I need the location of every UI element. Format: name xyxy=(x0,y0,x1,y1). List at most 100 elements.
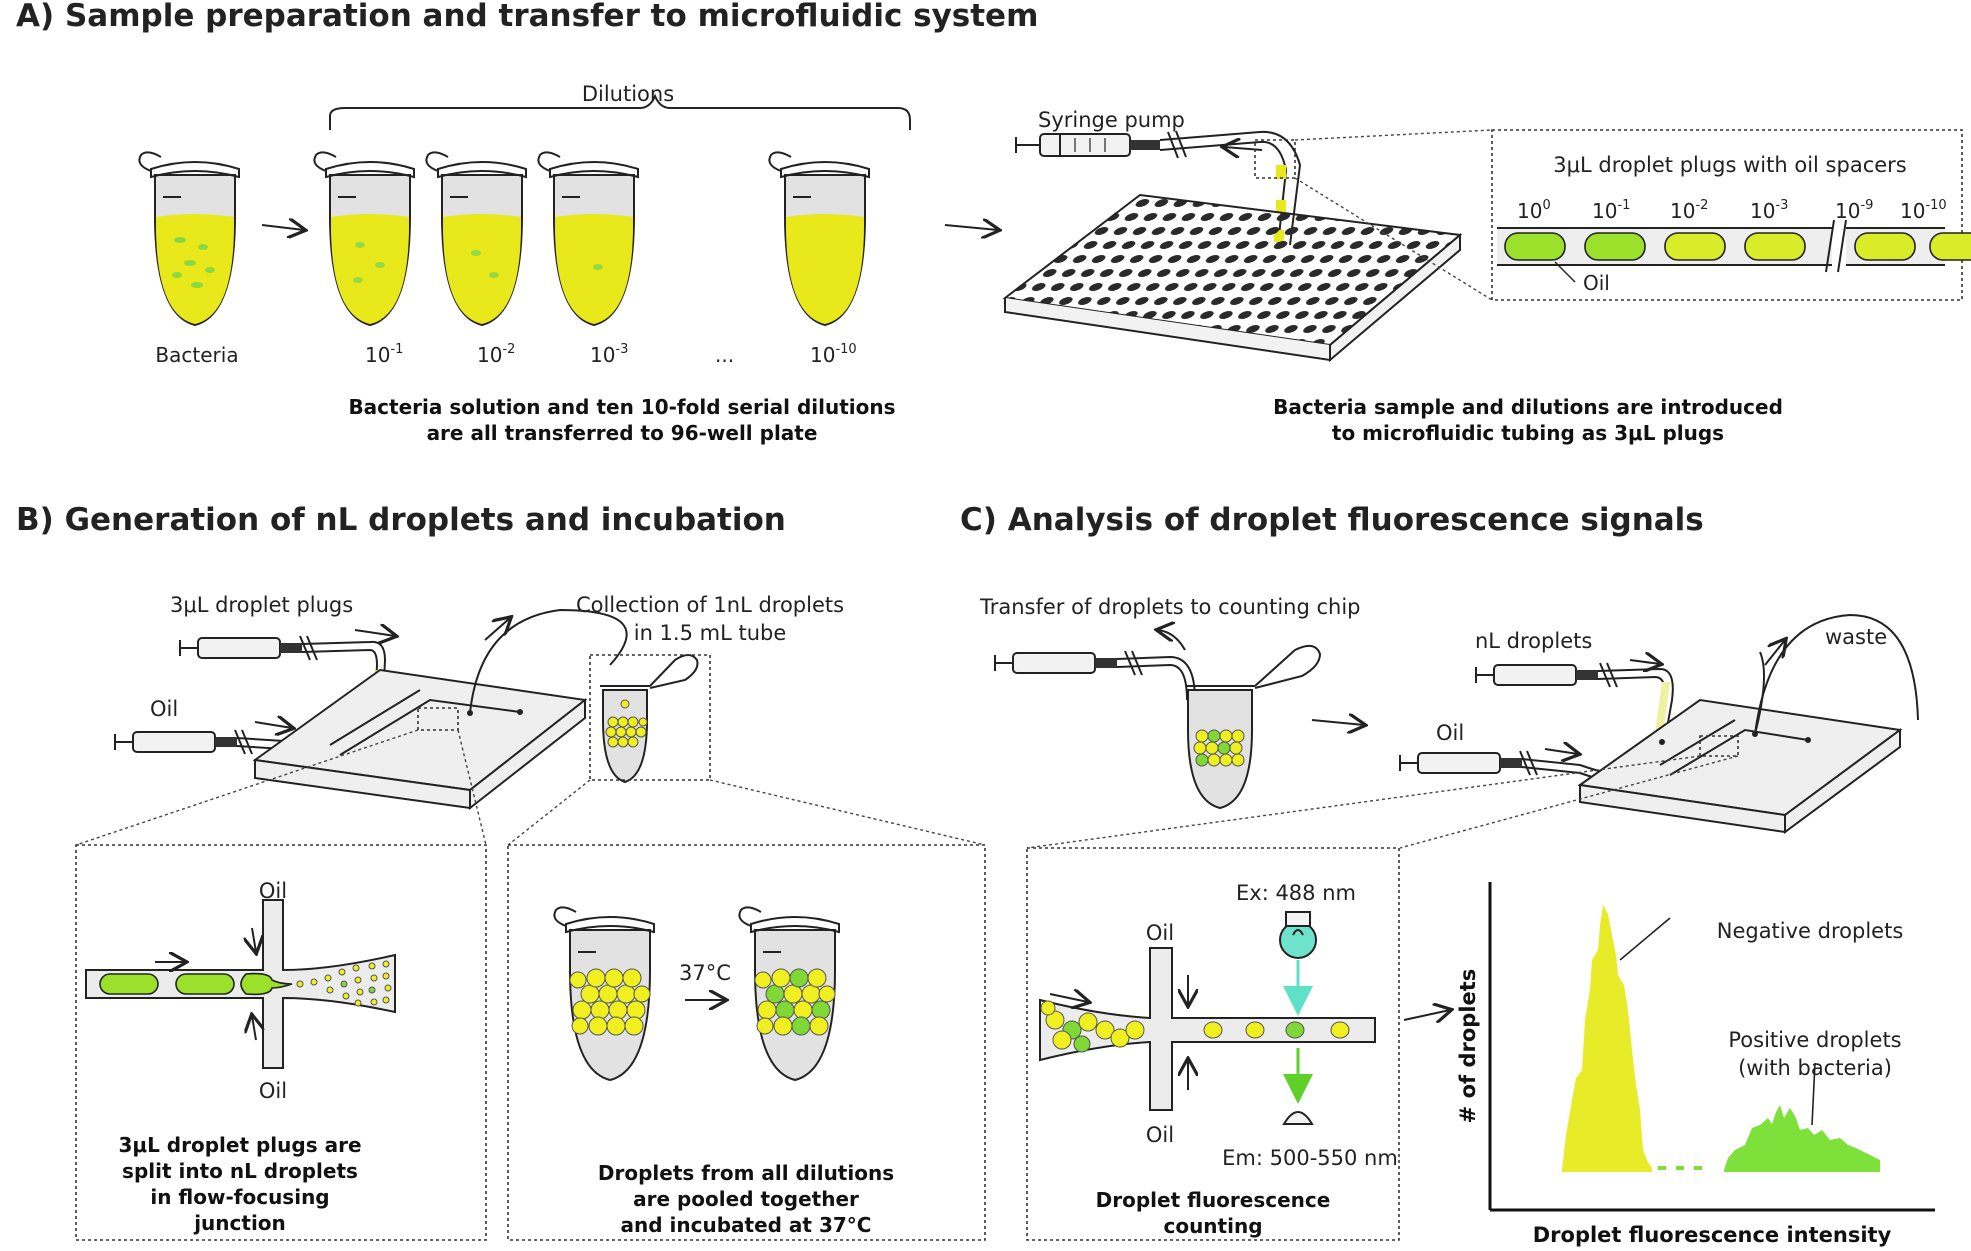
collection-zoom-region xyxy=(589,654,711,781)
panel-a-caption-left-2: are all transferred to 96-well plate xyxy=(427,421,818,445)
flow-arrow-transfer xyxy=(1158,630,1186,651)
flow-arrow-oil-c xyxy=(1544,749,1578,754)
detector-icon xyxy=(1282,1111,1314,1125)
plug-label-3: 10-3 xyxy=(1750,198,1788,223)
flow-arrow-counting xyxy=(1049,994,1088,1002)
bacteria-label: Bacteria xyxy=(155,343,238,367)
junction-oil-bottom: Oil xyxy=(259,1079,287,1103)
arrow-bacteria-to-dilutions xyxy=(261,225,304,230)
dilution-tube-3 xyxy=(537,151,639,326)
lamp-icon xyxy=(1279,911,1317,959)
zoom-region-a xyxy=(1254,139,1296,179)
dilutions-label: Dilutions xyxy=(582,82,674,106)
plug-label-10: 10-10 xyxy=(1900,198,1947,223)
collection-label-2: in 1.5 mL tube xyxy=(634,621,787,645)
junction-caption-3: in flow-focusing xyxy=(150,1185,329,1209)
histogram xyxy=(1488,882,1935,1212)
incubation-caption-1: Droplets from all dilutions xyxy=(598,1161,894,1185)
collection-label-1: Collection of 1nL droplets xyxy=(576,593,844,617)
counting-zoom-region xyxy=(1699,735,1739,757)
plugs-label-b: 3μL droplet plugs xyxy=(170,593,353,617)
panel-b-title: B) Generation of nL droplets and incubat… xyxy=(16,502,786,538)
syringe-nl-c xyxy=(1475,662,1674,746)
well-plate-96 xyxy=(1002,193,1463,363)
negative-peak xyxy=(1562,905,1652,1172)
incubation-caption-2: are pooled together xyxy=(633,1187,859,1211)
junction-box xyxy=(75,844,487,1241)
y-axis-label: # of droplets xyxy=(1456,969,1480,1124)
emission-label: Em: 500-550 nm xyxy=(1222,1146,1398,1170)
nl-droplets-label: nL droplets xyxy=(1475,629,1592,653)
waste-tubing xyxy=(1754,613,1919,735)
negative-label: Negative droplets xyxy=(1717,919,1904,943)
flow-arrow-oil-b xyxy=(254,722,292,728)
panel-a-caption-right-2: to microfluidic tubing as 3μL plugs xyxy=(1332,421,1724,445)
oil-label-c: Oil xyxy=(1436,721,1464,745)
dilutions-brace xyxy=(329,93,911,130)
x-axis-label: Droplet fluorescence intensity xyxy=(1533,1223,1892,1247)
outlet-tubing-b xyxy=(469,608,628,714)
flow-focusing-junction xyxy=(85,899,396,1069)
tube-ellipsis: ... xyxy=(715,343,734,367)
syringe-pump-a xyxy=(1015,130,1302,246)
flow-arrow-plugs-b xyxy=(354,630,395,636)
temperature-label: 37°C xyxy=(679,961,731,985)
positive-peak xyxy=(1724,1105,1880,1172)
excitation-label: Ex: 488 nm xyxy=(1236,881,1356,905)
oil-label-b: Oil xyxy=(150,697,178,721)
flow-arrow-outlet-b xyxy=(484,618,510,641)
junction-caption-4: junction xyxy=(193,1211,286,1235)
dilution-tube-1 xyxy=(313,151,415,326)
flow-arrow-waste xyxy=(1764,640,1785,666)
panel-c-title: C) Analysis of droplet fluorescence sign… xyxy=(960,502,1704,538)
collection-tube-b xyxy=(600,654,699,784)
chip-b xyxy=(252,668,588,811)
tube-label-10: 10-10 xyxy=(810,342,857,367)
arrow-to-plate xyxy=(944,225,998,230)
arrow-to-histogram xyxy=(1403,1010,1450,1020)
plug-label-2: 10-2 xyxy=(1670,198,1708,223)
incubation-caption-3: and incubated at 37°C xyxy=(621,1213,872,1237)
tube-after-incubation xyxy=(738,906,840,1081)
panel-a-caption-left-1: Bacteria solution and ten 10-fold serial… xyxy=(348,395,895,419)
junction-caption-2: split into nL droplets xyxy=(122,1159,358,1183)
flow-arrow-a xyxy=(1224,147,1263,150)
plug-label-1: 10-1 xyxy=(1592,198,1630,223)
bacteria-tube xyxy=(138,151,240,326)
dilution-tube-2 xyxy=(425,151,527,326)
flow-arrow-nl-c xyxy=(1629,660,1660,664)
panel-a-title: A) Sample preparation and transfer to mi… xyxy=(16,0,1038,34)
plug-label-0: 100 xyxy=(1517,198,1551,223)
tubing-plugs xyxy=(1497,219,1971,283)
oil-arrow-bottom-b xyxy=(252,1016,256,1041)
plugs-label: 3μL droplet plugs with oil spacers xyxy=(1553,153,1906,177)
plugs-zoom-box xyxy=(1491,129,1963,301)
positive-label-2: (with bacteria) xyxy=(1738,1056,1892,1080)
counting-box xyxy=(1026,847,1400,1241)
counting-caption-2: counting xyxy=(1163,1214,1262,1238)
incubation-box xyxy=(507,844,986,1241)
oil-bottom-c: Oil xyxy=(1146,1123,1174,1147)
junction-caption-1: 3μL droplet plugs are xyxy=(118,1133,361,1157)
syringe-pump-label: Syringe pump xyxy=(1038,108,1185,132)
junction-oil-top: Oil xyxy=(259,879,287,903)
counting-caption-1: Droplet fluorescence xyxy=(1096,1188,1331,1212)
positive-label-1: Positive droplets xyxy=(1728,1028,1901,1052)
transfer-label: Transfer of droplets to counting chip xyxy=(979,595,1361,619)
tube-label-2: 10-2 xyxy=(477,342,515,367)
tube-label-3: 10-3 xyxy=(590,342,628,367)
oil-arrow-top-b xyxy=(252,927,256,952)
tube-transfer-c xyxy=(1185,644,1322,810)
tube-before-incubation xyxy=(553,906,655,1081)
plug-label-9: 10-9 xyxy=(1835,198,1873,223)
junction-zoom-region xyxy=(417,707,459,731)
syringe-transfer-c xyxy=(994,650,1196,701)
counting-channel xyxy=(1039,947,1376,1111)
tube-label-1: 10-1 xyxy=(365,342,403,367)
dilution-tube-10 xyxy=(768,151,870,326)
oil-label-a: Oil xyxy=(1583,271,1610,295)
arrow-tube-to-chip xyxy=(1311,720,1364,725)
oil-top-c: Oil xyxy=(1146,921,1174,945)
panel-a-caption-right-1: Bacteria sample and dilutions are introd… xyxy=(1273,395,1783,419)
